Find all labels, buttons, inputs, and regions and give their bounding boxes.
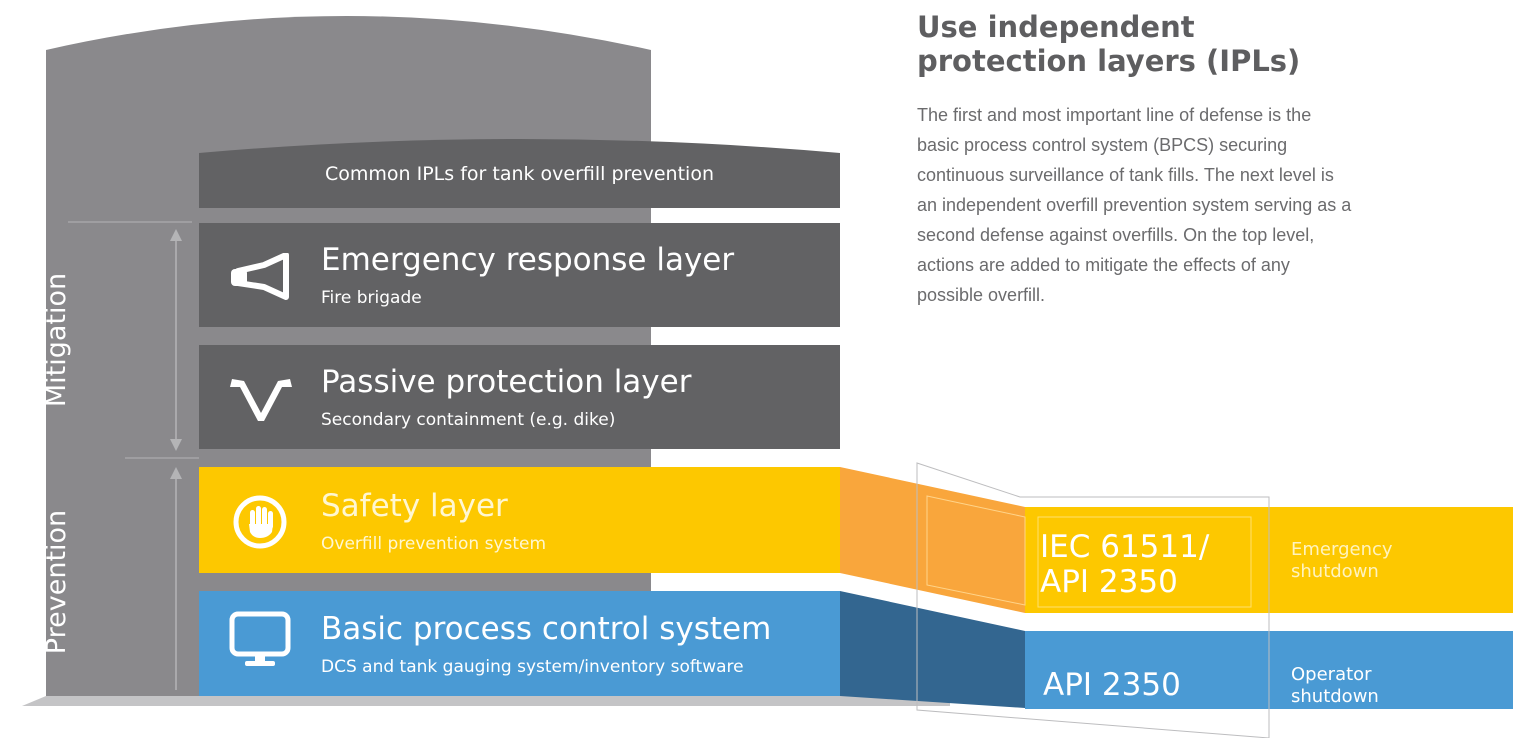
emergency-band [199,223,840,327]
bpcs-subtitle: DCS and tank gauging system/inventory so… [321,657,744,677]
standard-inner-frame [1037,516,1252,608]
info-heading: Use independent protection layers (IPLs) [917,10,1301,78]
safety-subtitle: Overfill prevention system [321,534,547,554]
bpcs-action: Operator shutdown [1291,664,1379,708]
bpcs-standard: API 2350 [1043,667,1181,703]
emergency-subtitle: Fire brigade [321,288,422,308]
safety-action-line-1: Emergency [1291,539,1393,560]
passive-title: Passive protection layer [321,364,692,400]
passive-subtitle: Secondary containment (e.g. dike) [321,410,616,430]
safety-connector [840,467,1025,613]
mitigation-label: Mitigation [41,272,72,408]
safety-standard-line-1: IEC 61511/ [1040,529,1210,565]
header-band [199,139,840,208]
standard-frame [916,462,1270,738]
mitigation-arrow-up [170,229,182,241]
safety-standard: IEC 61511/ API 2350 [1040,530,1209,600]
info-panel: Use independent protection layers (IPLs)… [917,10,1387,310]
header-title: Common IPLs for tank overfill prevention [325,163,714,185]
monitor-icon [229,611,291,666]
bpcs-band [199,591,840,696]
safety-action: Emergency shutdown [1291,539,1393,583]
connector-inner-frame [926,495,1026,606]
megaphone-icon [231,253,289,300]
info-body: The first and most important line of def… [917,105,1352,305]
bpcs-title: Basic process control system [321,611,772,647]
ground-shadow [22,696,950,706]
safety-band [199,467,840,573]
prevention-arrow-up [170,467,182,479]
passive-band [199,345,840,449]
mitigation-arrow-down [170,439,182,451]
bpcs-action-line-1: Operator [1291,664,1372,685]
safety-title: Safety layer [321,488,508,524]
bpcs-action-line-2: shutdown [1291,686,1379,707]
safety-standard-line-2: API 2350 [1040,564,1178,600]
dike-icon [230,379,292,421]
bpcs-connector [840,591,1025,708]
stop-hand-icon [233,495,287,549]
emergency-title: Emergency response layer [321,242,735,278]
prevention-label: Prevention [41,509,72,655]
safety-action-line-2: shutdown [1291,561,1379,582]
